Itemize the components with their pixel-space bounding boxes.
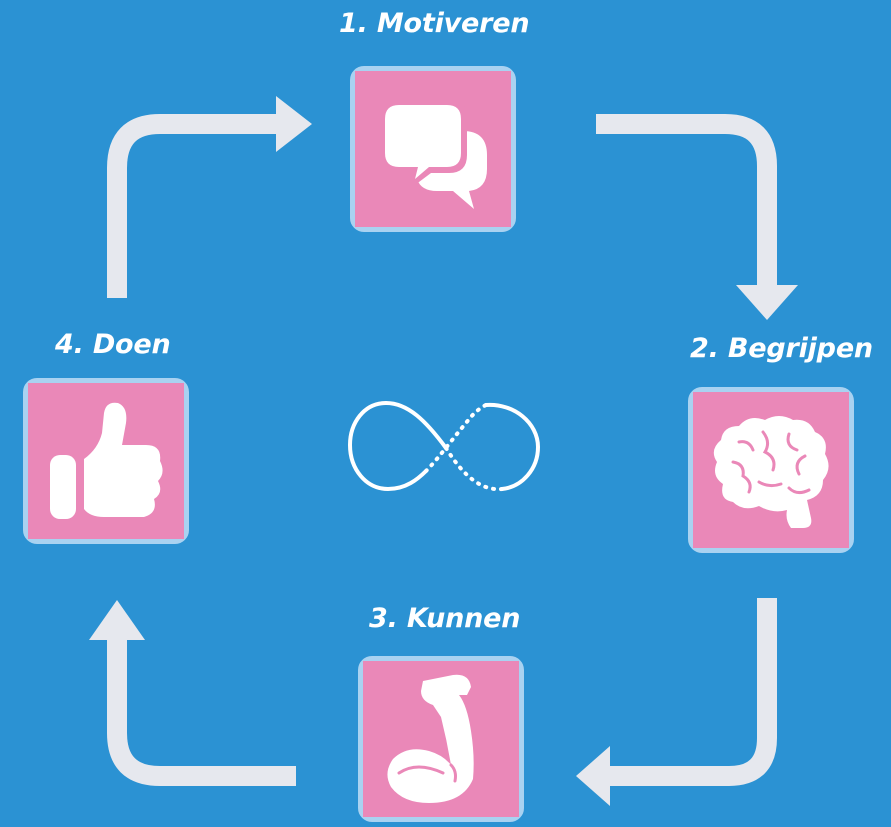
arrowhead-right [276,96,312,152]
flexed-biceps-icon [363,661,519,817]
brain-icon [693,392,849,548]
step-tile-kunnen [358,656,524,822]
arrow-doen-to-motiveren [107,114,282,298]
step-label-doen: 4. Doen [55,329,171,360]
thumbs-up-icon [28,383,184,539]
step-label-begrijpen: 2. Begrijpen [690,333,873,364]
step-label-motiveren: 1. Motiveren [339,8,530,39]
step-tile-motiveren [350,66,516,232]
speech-bubbles-icon [355,71,511,227]
arrowhead-down [736,285,798,320]
step-tile-doen [23,378,189,544]
arrow-motiveren-to-begrijpen [596,114,777,290]
step-label-kunnen: 3. Kunnen [369,603,521,634]
infinity-icon [347,400,541,492]
arrowhead-left [576,746,610,806]
arrowhead-up [89,600,145,640]
arrow-begrijpen-to-kunnen [608,598,777,786]
arrow-kunnen-to-doen [107,640,296,786]
step-tile-begrijpen [688,387,854,553]
